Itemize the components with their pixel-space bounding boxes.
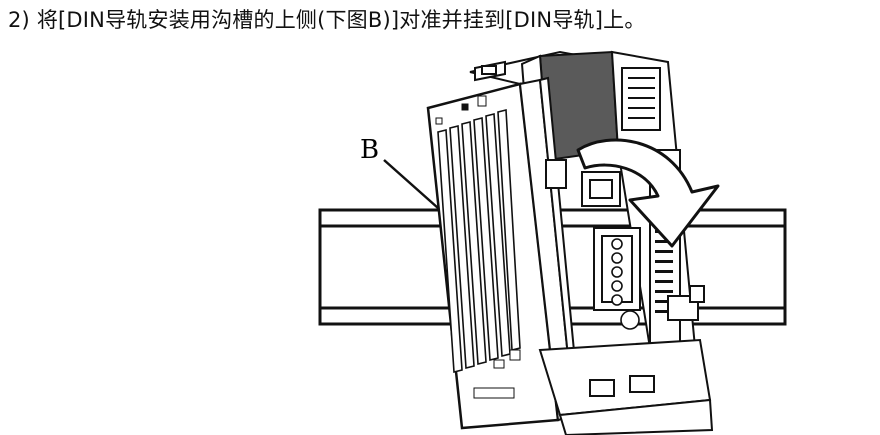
callout-leader-line: [383, 159, 439, 209]
module-bottom-base: [538, 285, 714, 435]
vent-slots: [437, 108, 521, 374]
callout-b: [383, 159, 439, 209]
terminal-screws: [611, 238, 640, 330]
instruction-text: 2) 将[DIN导轨安装用沟槽的上侧(下图B)]对准并挂到[DIN导轨]上。: [8, 8, 646, 32]
rotation-arrow: [576, 138, 720, 248]
module-middle-column: [518, 76, 582, 422]
callout-label-b: B: [360, 135, 379, 165]
latch-box: [581, 171, 621, 207]
front-face-markers: [435, 95, 521, 399]
